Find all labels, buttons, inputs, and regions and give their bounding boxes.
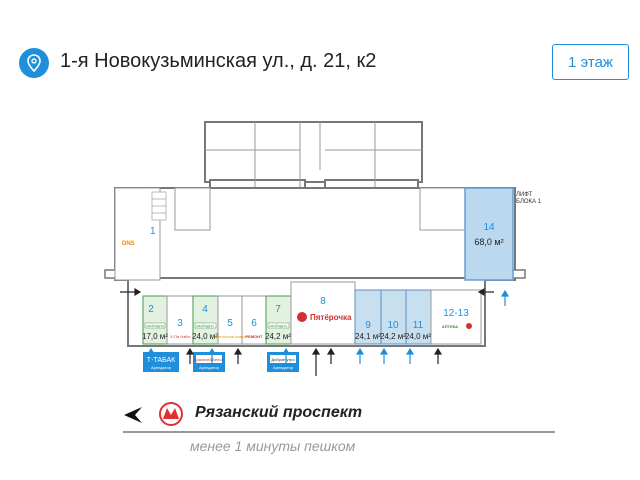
sign-t-tabak: Т-ТАБАК (147, 357, 176, 364)
unit-2-number: 2 (148, 304, 154, 315)
pyaterochka-logo-icon (297, 312, 307, 322)
metro-logo-icon (159, 402, 183, 426)
unit-11-number: 11 (413, 320, 424, 331)
unit-2-area: 17,0 м² (142, 332, 168, 341)
metro-station-name: Рязанский проспект (195, 404, 363, 421)
free-entrance-arrows (146, 289, 510, 364)
pharmacy-logo-icon (466, 323, 472, 329)
unit-11-area: 24,0 м² (405, 332, 431, 341)
unit-1-number: 1 (150, 226, 156, 237)
lift-label-2: БЛОКА 1 (516, 199, 542, 205)
unit-14-area: 68,0 м² (474, 237, 503, 247)
unit-7-number: 7 (275, 304, 281, 315)
unit-9-number: 9 (365, 320, 371, 331)
unit-8[interactable] (290, 281, 356, 345)
unit-3-number: 3 (177, 318, 183, 329)
unit-9[interactable] (354, 289, 382, 345)
unit-4-number: 4 (202, 304, 208, 315)
unit-5-tenant: Цветочная лавка (214, 334, 246, 339)
floor-plan: 14 68,0 м² ЛИФТ БЛОКА 1 1 DNS свободно с… (104, 121, 542, 376)
unit-12-13-number: 12-13 (443, 308, 469, 319)
unit-14[interactable] (464, 187, 514, 281)
free-badge-2: свободно (146, 323, 164, 328)
unit-5-number: 5 (227, 318, 233, 329)
unit-2[interactable] (142, 295, 168, 345)
unit-14-number: 14 (483, 222, 495, 233)
walk-time: менее 1 минуты пешком (190, 438, 356, 454)
unit-9-area: 24,1 м² (355, 332, 381, 341)
unit-4-area: 24,0 м² (192, 332, 218, 341)
unit-7-area: 24,2 м² (265, 332, 291, 341)
unit-6-number: 6 (251, 318, 257, 329)
map-pin-icon (19, 48, 49, 78)
unit-8-tenant: Пятёрочка (310, 313, 352, 322)
sign-kb: Красное&Белое (194, 357, 224, 362)
unit-11[interactable] (405, 289, 432, 345)
arrow-left-icon (124, 407, 142, 423)
unit-10-number: 10 (387, 320, 399, 331)
sign-dobroe: Доброе утро (271, 357, 295, 362)
free-badge-4: свободно (196, 323, 214, 328)
unit-1-tenant: DNS (122, 241, 135, 247)
header: 1-я Новокузьминская ул., д. 21, к2 1 эта… (0, 0, 640, 120)
sign-kb-sub: Арендатор (199, 365, 220, 370)
tenant-signs: Т-ТАБАК Арендатор Красное&Белое Арендато… (143, 352, 299, 372)
divider (123, 431, 555, 433)
unit-3-tenant: Х-Пи Нэйл (170, 334, 190, 339)
unit-6-tenant: РЕМОНТ (245, 334, 263, 339)
sign-dobroe-sub: Арендатор (273, 365, 294, 370)
unit-10-area: 24,2 м² (380, 332, 406, 341)
entrance-arrows (120, 287, 336, 376)
free-badge-7: свободно (269, 323, 287, 328)
unit-3[interactable] (166, 295, 194, 345)
metro-row: Рязанский проспект (120, 400, 560, 432)
unit-12-13-tenant: АПТЕКА (442, 324, 458, 329)
floor-select-button[interactable]: 1 этаж (552, 44, 629, 80)
unit-12-13[interactable] (430, 289, 482, 345)
shop-row (142, 281, 482, 345)
lift-label-1: ЛИФТ (516, 192, 532, 198)
sign-t-tabak-sub: Арендатор (151, 365, 172, 370)
unit-8-number: 8 (320, 296, 326, 307)
address-title: 1-я Новокузьминская ул., д. 21, к2 (60, 50, 377, 72)
